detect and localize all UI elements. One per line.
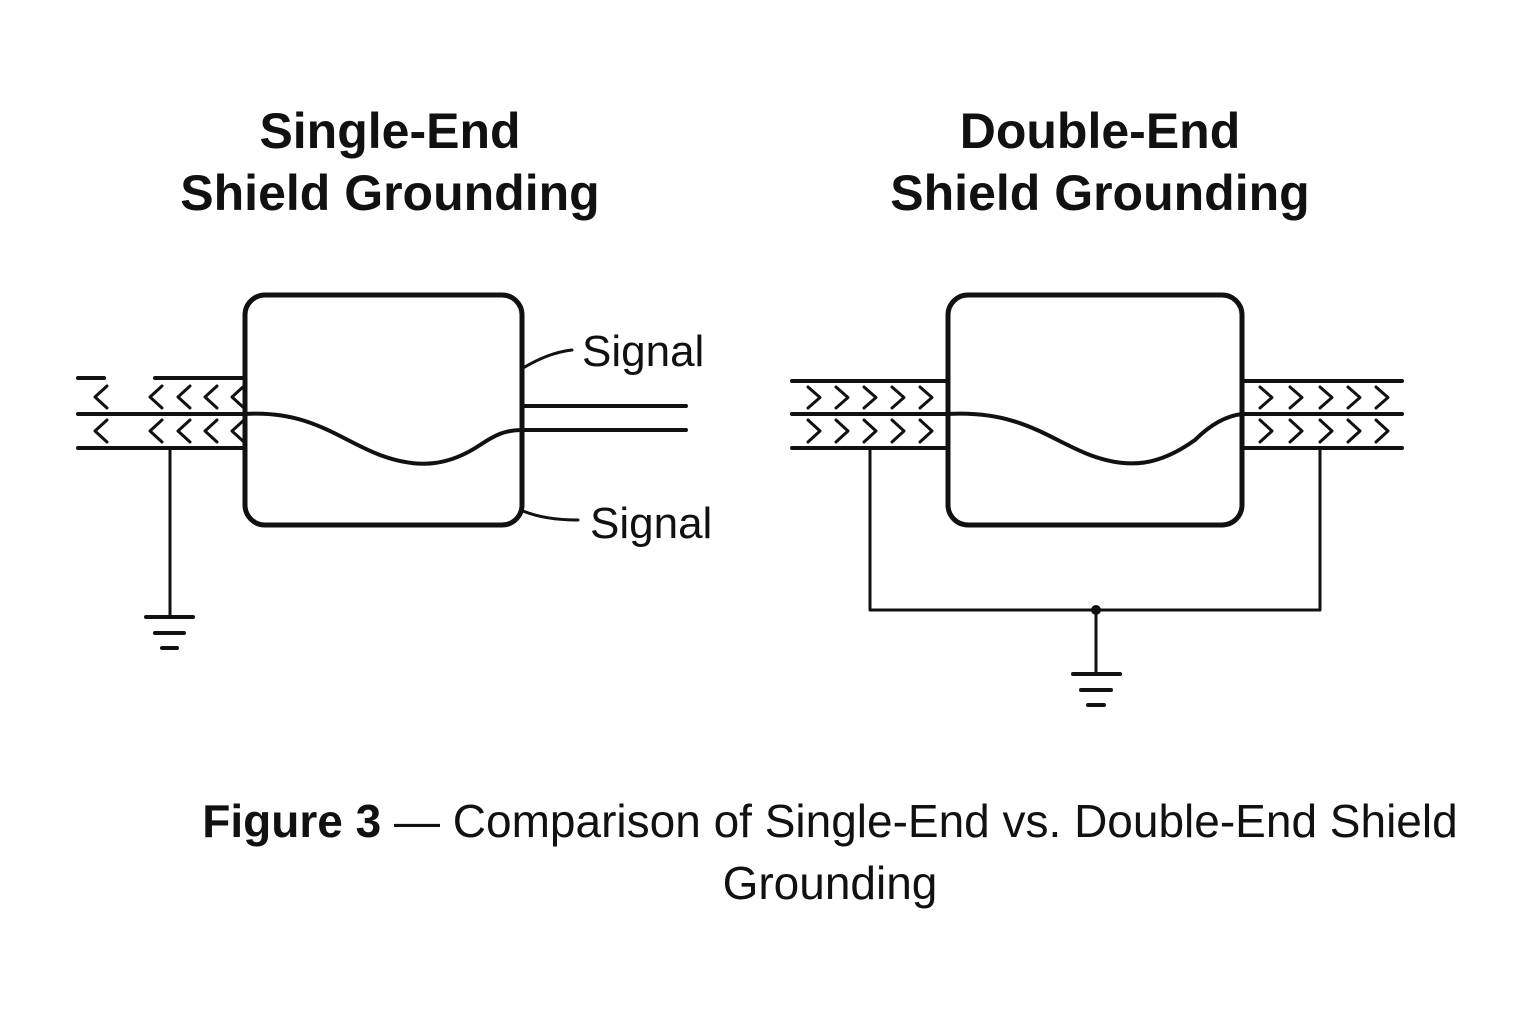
device-box-double xyxy=(945,292,1245,528)
braid-chevron xyxy=(93,384,109,410)
braid-chevron xyxy=(93,418,109,444)
braid-chevron xyxy=(1374,418,1390,444)
ground-symbol-single xyxy=(144,615,195,650)
braid-chevron xyxy=(148,384,164,410)
braid-chevron xyxy=(918,418,934,444)
braid-chevron xyxy=(1258,385,1274,410)
internal-conductor xyxy=(243,411,524,466)
braid-chevron xyxy=(1346,385,1362,410)
device-box-single xyxy=(242,292,525,528)
braid-chevron xyxy=(230,384,246,410)
braid-chevron xyxy=(1374,385,1390,410)
braid-chevron xyxy=(890,418,906,444)
braid-chevron xyxy=(1288,418,1304,444)
ground-symbol-double xyxy=(1071,672,1122,707)
shielded-cable-right-out xyxy=(1240,379,1404,450)
braid-chevron xyxy=(806,385,822,410)
braid-chevron xyxy=(230,418,246,444)
signal-leader-bottom xyxy=(521,509,580,522)
single-end-title-line2: Shield Grounding xyxy=(180,165,600,221)
braid-chevron xyxy=(862,418,878,444)
caption-body: Comparison of Single-End vs. Double-End … xyxy=(452,795,1458,909)
double-end-title-line1: Double-End xyxy=(959,103,1241,159)
braid-chevron xyxy=(203,384,219,410)
double-end-title: Double-End Shield Grounding xyxy=(850,100,1350,224)
shielded-cable-right-in xyxy=(790,379,950,450)
caption-separator: — xyxy=(381,795,453,847)
braid-chevron xyxy=(1346,418,1362,444)
braid-chevron xyxy=(834,385,850,410)
braid-chevron xyxy=(176,418,192,444)
braid-chevron xyxy=(203,418,219,444)
double-end-title-line2: Shield Grounding xyxy=(890,165,1310,221)
braid-chevron xyxy=(1318,385,1334,410)
single-end-title-line1: Single-End xyxy=(259,103,521,159)
signal-label-bottom: Signal xyxy=(590,499,712,548)
braid-pattern-left xyxy=(93,384,246,444)
ground-loop-wire xyxy=(868,446,1322,612)
single-end-panel xyxy=(76,292,688,650)
single-end-title: Single-End Shield Grounding xyxy=(140,100,640,224)
internal-conductor-double xyxy=(946,411,1244,466)
double-end-panel xyxy=(790,292,1404,707)
braid-chevron xyxy=(176,384,192,410)
braid-chevron xyxy=(1258,418,1274,444)
shielded-cable-left xyxy=(76,376,247,450)
braid-chevron xyxy=(862,385,878,410)
braid-chevron xyxy=(1288,385,1304,410)
signal-label-top: Signal xyxy=(582,327,704,376)
braid-chevron xyxy=(806,418,822,444)
braid-chevron xyxy=(834,418,850,444)
braid-chevron xyxy=(1318,418,1334,444)
signal-leader-top xyxy=(521,348,574,370)
braid-chevron xyxy=(148,418,164,444)
braid-chevron xyxy=(890,385,906,410)
caption-text: Figure 3 — Comparison of Single-End vs. … xyxy=(130,790,1530,914)
braid-pattern-in xyxy=(806,385,934,444)
figure-caption: Figure 3 — Comparison of Single-End vs. … xyxy=(130,790,1530,914)
braid-chevron xyxy=(918,385,934,410)
caption-figure-label: Figure 3 xyxy=(202,795,382,847)
braid-pattern-out xyxy=(1258,385,1390,444)
